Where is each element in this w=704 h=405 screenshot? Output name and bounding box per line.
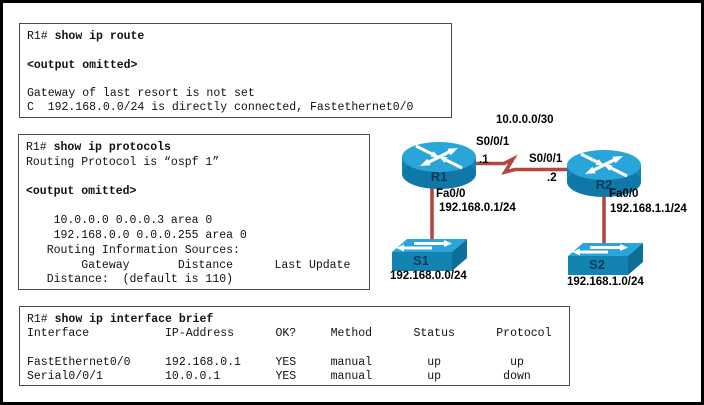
r1-fastethernet-port-label: Fa0/0 <box>436 188 466 200</box>
network-links <box>430 154 606 251</box>
cli-prompt: R1# <box>27 30 55 43</box>
cli-output-omitted: <output omitted> <box>26 185 137 199</box>
r1-serial-port-label: S0/0/1 <box>476 136 510 148</box>
terminal-output-show-ip-protocols: R1# show ip protocols Routing Protocol i… <box>18 134 370 290</box>
terminal-output-show-ip-route: R1# show ip route <output omitted> Gatew… <box>19 23 452 118</box>
r2-serial-host-octet: .2 <box>547 172 557 184</box>
cli-table-row: FastEthernet0/0 192.168.0.1 YES manual u… <box>27 355 524 369</box>
switch-s1-name: S1 <box>413 253 429 268</box>
router-r2-name: R2 <box>595 177 613 192</box>
cli-output-line: Routing Protocol is “ospf 1” <box>26 155 220 169</box>
s1-subnet-label: 192.168.0.0/24 <box>390 270 467 282</box>
router-r1-name: R1 <box>430 169 448 184</box>
cli-command: show ip interface brief <box>54 313 214 326</box>
cli-line: R1# show ip protocols <box>26 141 363 156</box>
r1-serial-host-octet: .1 <box>479 154 489 166</box>
network-topology-diagram <box>390 140 645 277</box>
r2-fastethernet-ip-label: 192.168.1.1/24 <box>610 203 687 215</box>
r2-serial-port-label: S0/0/1 <box>529 153 563 165</box>
cli-output-line: Routing Information Sources: <box>26 243 240 257</box>
cli-output-line: C 192.168.0.0/24 is directly connected, … <box>27 101 414 115</box>
cli-output-omitted: <output omitted> <box>27 58 138 72</box>
cli-table-header: Interface IP-Address OK? Method Status P… <box>27 327 552 341</box>
cli-output-line: 10.0.0.0 0.0.0.3 area 0 <box>26 214 213 228</box>
cli-prompt: R1# <box>27 313 55 326</box>
terminal-output-show-ip-interface-brief: R1# show ip interface brief Interface IP… <box>19 306 570 386</box>
r2-fastethernet-port-label: Fa0/0 <box>609 188 639 200</box>
cli-output-line: 192.168.0.0 0.0.0.255 area 0 <box>26 229 247 243</box>
cli-table-row: Serial0/0/1 10.0.0.1 YES manual up down <box>27 370 531 384</box>
s2-subnet-label: 192.168.1.0/24 <box>567 276 644 288</box>
cli-command: show ip route <box>54 30 145 43</box>
r1-fastethernet-ip-label: 192.168.0.1/24 <box>439 202 516 214</box>
switch-s2-name: S2 <box>589 257 605 272</box>
cli-output-line: Gateway of last resort is not set <box>27 87 255 101</box>
cli-line: R1# show ip route <box>27 30 445 44</box>
serial-link-r1-r2 <box>474 154 569 175</box>
network-address-label: 10.0.0.0/30 <box>496 114 554 126</box>
cli-line: R1# show ip interface brief <box>27 313 563 327</box>
cli-prompt: R1# <box>26 141 54 154</box>
cli-output-line: Distance: (default is 110) <box>26 273 234 287</box>
cli-output-line: Gateway Distance Last Update <box>26 258 351 272</box>
cli-command: show ip protocols <box>53 141 171 154</box>
